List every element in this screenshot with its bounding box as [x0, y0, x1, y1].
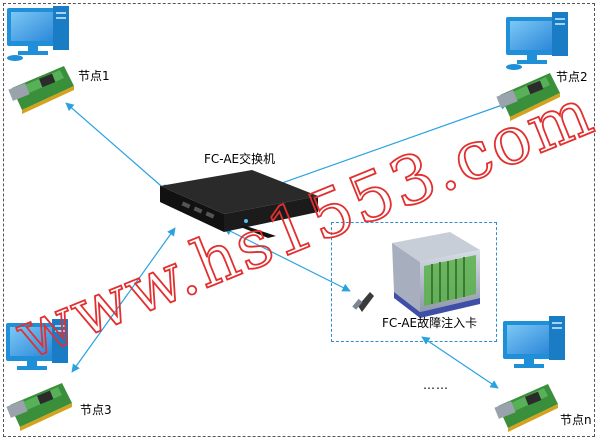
- noden-label: 节点n: [560, 413, 592, 427]
- node2-card-icon: [496, 73, 560, 121]
- fault-card-icon: [352, 292, 374, 312]
- fault-chassis-icon: [392, 232, 480, 318]
- node3-computer-icon: [6, 319, 68, 370]
- node1-computer-icon: [7, 6, 69, 61]
- switch-label: FC-AE交换机: [204, 152, 276, 166]
- node2-label: 节点2: [556, 70, 588, 84]
- link-switch-node3: [71, 227, 176, 373]
- node3-label: 节点3: [80, 403, 112, 417]
- diagram-frame: [3, 3, 595, 437]
- link-faultcard-noden: [421, 336, 499, 389]
- node1-label: 节点1: [78, 69, 110, 83]
- link-switch-faultcard: [223, 227, 351, 292]
- node1-card-icon: [8, 66, 74, 114]
- more-nodes-ellipsis: ……: [423, 378, 449, 392]
- node2-computer-icon: [506, 12, 568, 70]
- noden-computer-icon: [503, 316, 565, 368]
- fault-card-label: FC-AE故障注入卡: [382, 316, 478, 330]
- link-switch-node1: [65, 102, 169, 193]
- noden-card-icon: [494, 384, 558, 432]
- node3-card-icon: [6, 383, 72, 431]
- fc-ae-switch-icon: [160, 170, 318, 238]
